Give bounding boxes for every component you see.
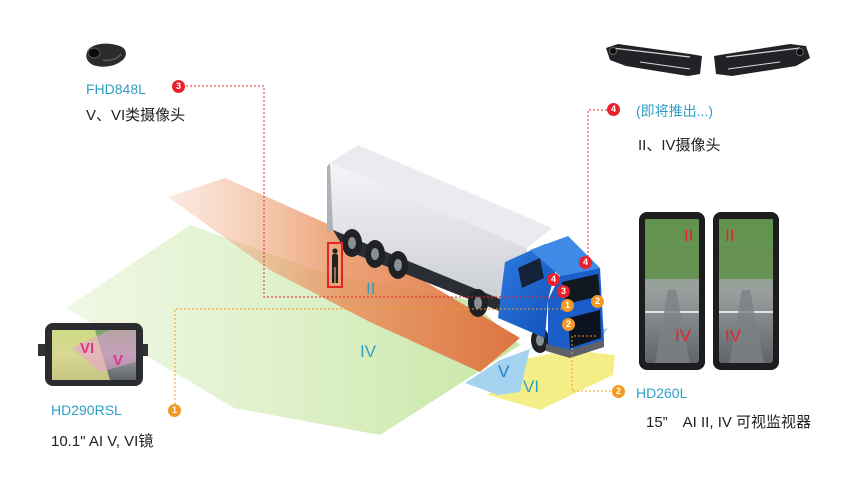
truck-trailer-rear [327, 163, 333, 232]
fhd848l-camera-image [86, 43, 126, 67]
hd260l-monitor-left [639, 212, 705, 370]
upcoming-note: (即将推出...) [636, 103, 713, 119]
zone-v-label: V [498, 362, 510, 381]
upcoming-badge: 4 [607, 103, 620, 116]
monitor-right-ii-label: II [725, 226, 735, 245]
mirror-v-label: V [113, 352, 124, 369]
truck-badge-3: 3 [557, 285, 570, 298]
truck-badge-2-right: 2 [591, 295, 604, 308]
truck-side-window [518, 258, 544, 288]
leader-line-1 [174, 308, 562, 404]
hd290rsl-desc: 10.1" AI V, VI镜 [51, 433, 154, 450]
leader-line-4 [587, 109, 607, 262]
hd290rsl-monitor [38, 323, 148, 386]
truck-trailer-top [330, 145, 552, 248]
monitor-left-iv-label: IV [675, 326, 692, 345]
zone-v-area [465, 328, 608, 395]
truck-cab-side [498, 244, 560, 338]
truck-trailer-side [330, 163, 527, 310]
hd260l-badge: 2 [612, 385, 625, 398]
hd290rsl-model: HD290RSL [51, 402, 122, 418]
zone-vi-label: VI [523, 377, 540, 396]
monitor-left-ii-label: II [684, 226, 694, 245]
fhd848l-model: FHD848L [86, 81, 146, 97]
hd260l-desc: 15” AI II, IV 可视监视器 [646, 414, 812, 431]
zone-ii-label: II [366, 279, 376, 298]
monitor-right-iv-label: IV [725, 326, 742, 345]
hd260l-model: HD260L [636, 385, 688, 401]
zone-ii-area [168, 178, 520, 372]
zone-iv-area [66, 225, 520, 435]
truck-badge-4-upper: 4 [579, 256, 592, 269]
hd290rsl-badge: 1 [168, 404, 181, 417]
truck-badge-1: 1 [561, 299, 574, 312]
fhd848l-badge: 3 [172, 80, 185, 93]
truck-windshield [562, 274, 600, 304]
truck-badge-4-lower: 4 [547, 273, 560, 286]
pedestrian-figure [332, 248, 338, 283]
truck-bumper [546, 340, 604, 358]
truck-grille [568, 310, 601, 348]
mirror-vi-label: VI [80, 340, 95, 357]
hd260l-monitor-right [713, 212, 779, 370]
ii-iv-camera-image-left [606, 44, 702, 76]
upcoming-desc: II、IV摄像头 [638, 137, 721, 154]
fhd848l-desc: V、VI类摄像头 [86, 107, 186, 124]
truck-badge-2-lower: 2 [562, 318, 575, 331]
ii-iv-camera-image-right [714, 44, 810, 76]
pedestrian-highlight-box [327, 242, 343, 288]
zone-iv-label: IV [360, 342, 377, 361]
